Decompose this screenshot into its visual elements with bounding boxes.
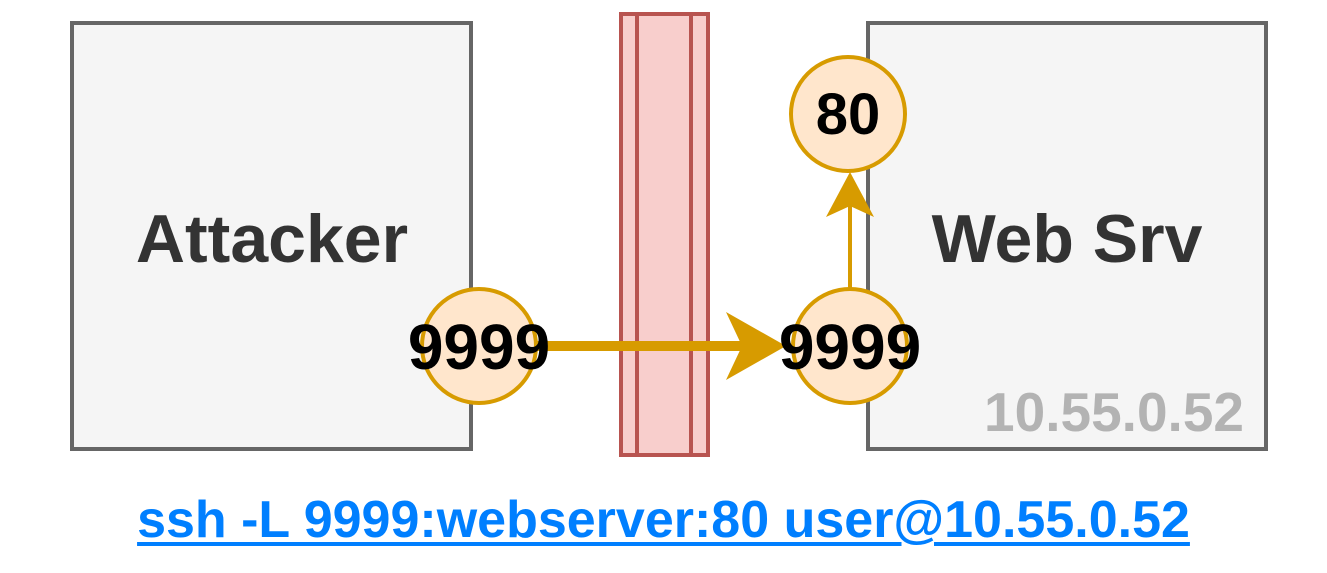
webserver-ip: 10.55.0.52 (984, 381, 1244, 443)
arrow-up-icon (826, 172, 874, 292)
ssh-command-link[interactable]: ssh -L 9999:webserver:80 user@10.55.0.52 (137, 491, 1190, 549)
webserver-port-circle (791, 287, 909, 405)
port-80-label: 80 (816, 82, 881, 147)
attacker-port-label: 9999 (408, 311, 550, 383)
arrow-right-icon (530, 312, 786, 380)
webserver-port-label: 9999 (779, 311, 921, 383)
attacker-label: Attacker (136, 201, 408, 277)
firewall-icon (619, 12, 710, 457)
firewall-outer (619, 12, 710, 457)
attacker-port-circle (420, 287, 538, 405)
webserver-label: Web Srv (932, 201, 1203, 277)
port-80-circle (789, 55, 907, 173)
webserver-box (866, 21, 1268, 451)
attacker-box (70, 21, 473, 451)
